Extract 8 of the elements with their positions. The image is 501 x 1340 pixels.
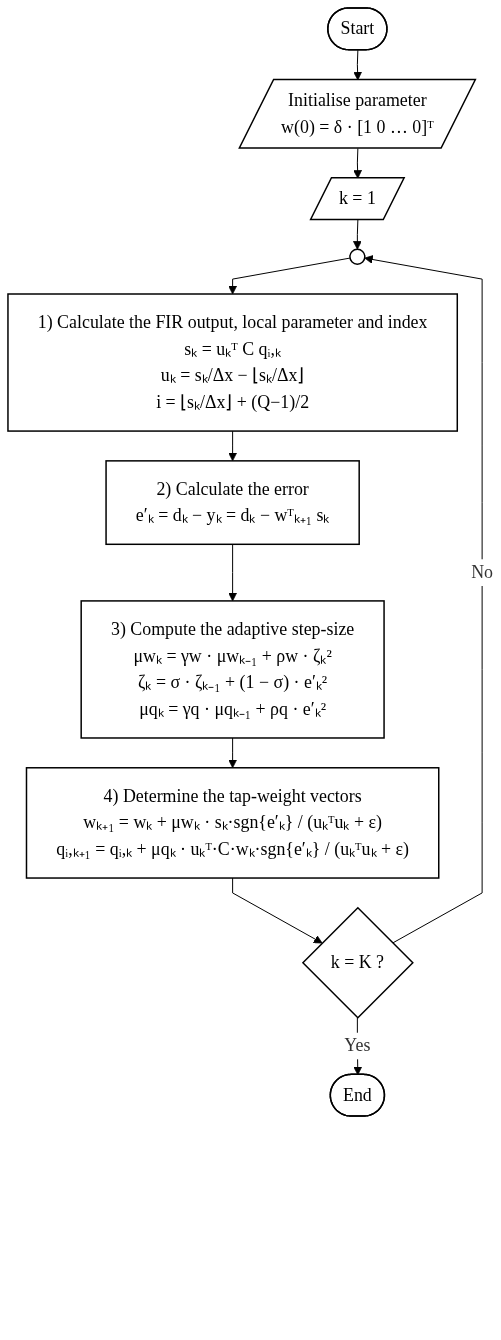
node-box: 2) Calculate the error e′ₖ = dₖ − yₖ = dₖ − wᵀₖ₊₁ sₖ: [105, 460, 360, 546]
node-box: 3) Compute the adaptive step-size μwₖ = γw · μwₖ₋₁ + ρw · ζₖ² ζₖ = σ · ζₖ₋₁ + (1 − σ) · e′ₖ² μqₖ = γq · μqₖ₋₁ + ρq · e′ₖ²: [80, 600, 385, 739]
node-box: 1) Calculate the FIR output, local parameter and index sₖ = uₖᵀ C qᵢ,ₖ uₖ = sₖ/Δx − ⌊sₖ/Δx⌋ i = ⌊sₖ/Δx⌋ + (Q−1)/2: [7, 293, 459, 432]
edge-label: Yes: [344, 1035, 371, 1056]
node-circle: [349, 248, 366, 265]
node-box: 4) Determine the tap-weight vectors wₖ₊₁ = wₖ + μwₖ · sₖ·sgn{e′ₖ} / (uₖᵀuₖ + ε) qᵢ,ₖ₊₁ = qᵢ,ₖ + μqₖ · uₖᵀ·C·wₖ·sgn{e′ₖ} / (uₖᵀuₖ + ε): [25, 767, 440, 879]
edge-label: No: [471, 562, 494, 583]
node-diamond: k = K ?: [301, 906, 414, 1019]
